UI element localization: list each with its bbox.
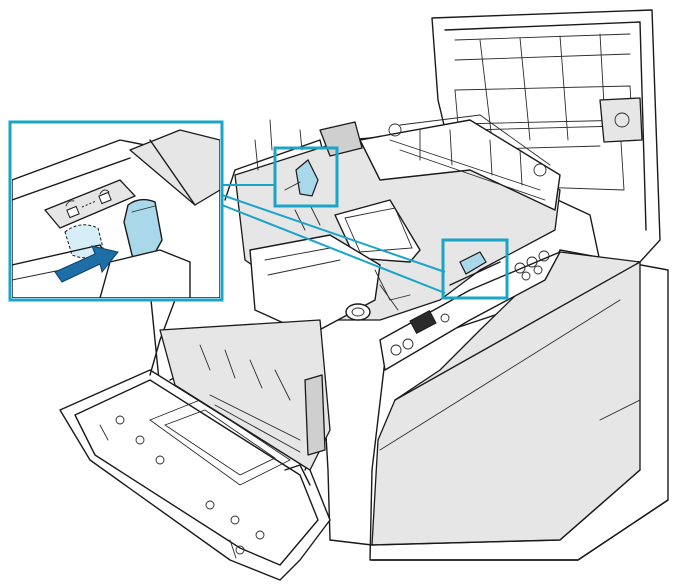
display-screen <box>409 309 437 335</box>
front-door-open <box>59 299 331 581</box>
panel-button <box>402 338 414 350</box>
panel-button <box>538 250 550 262</box>
panel-button <box>533 265 543 275</box>
latch-knob <box>345 303 371 321</box>
panel-button <box>521 271 531 281</box>
printer-body <box>149 139 669 561</box>
right-lever-highlight <box>441 238 509 300</box>
left-lever-highlight <box>273 146 339 208</box>
panel-button <box>514 262 526 274</box>
panel-button <box>440 313 450 323</box>
unlock-icon <box>65 200 80 219</box>
lever-right <box>459 251 487 275</box>
panel-button <box>390 344 402 356</box>
callout-connectors <box>221 184 446 294</box>
push-arrow-icon <box>54 245 119 283</box>
zoom-inset <box>8 120 224 302</box>
top-cover-open <box>431 9 661 263</box>
lever-left <box>295 159 319 197</box>
lock-icon <box>98 189 112 205</box>
panel-button <box>526 256 538 268</box>
